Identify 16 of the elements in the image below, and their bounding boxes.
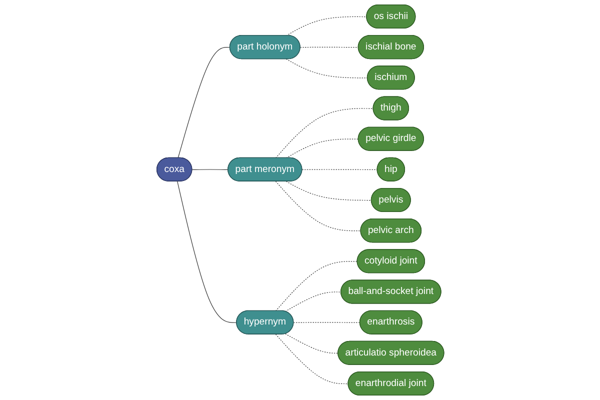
connector [286,58,368,78]
connector [275,261,358,312]
connector [302,169,378,170]
connector [284,334,338,354]
connector [275,181,361,232]
connector [286,16,367,36]
connector [300,46,358,48]
connector [293,322,360,323]
connector [275,334,348,384]
connector [176,181,237,323]
connector [177,47,230,158]
connector [286,181,372,201]
connector [284,292,342,312]
connector [192,169,228,170]
connector [275,108,374,158]
connector [286,138,358,158]
